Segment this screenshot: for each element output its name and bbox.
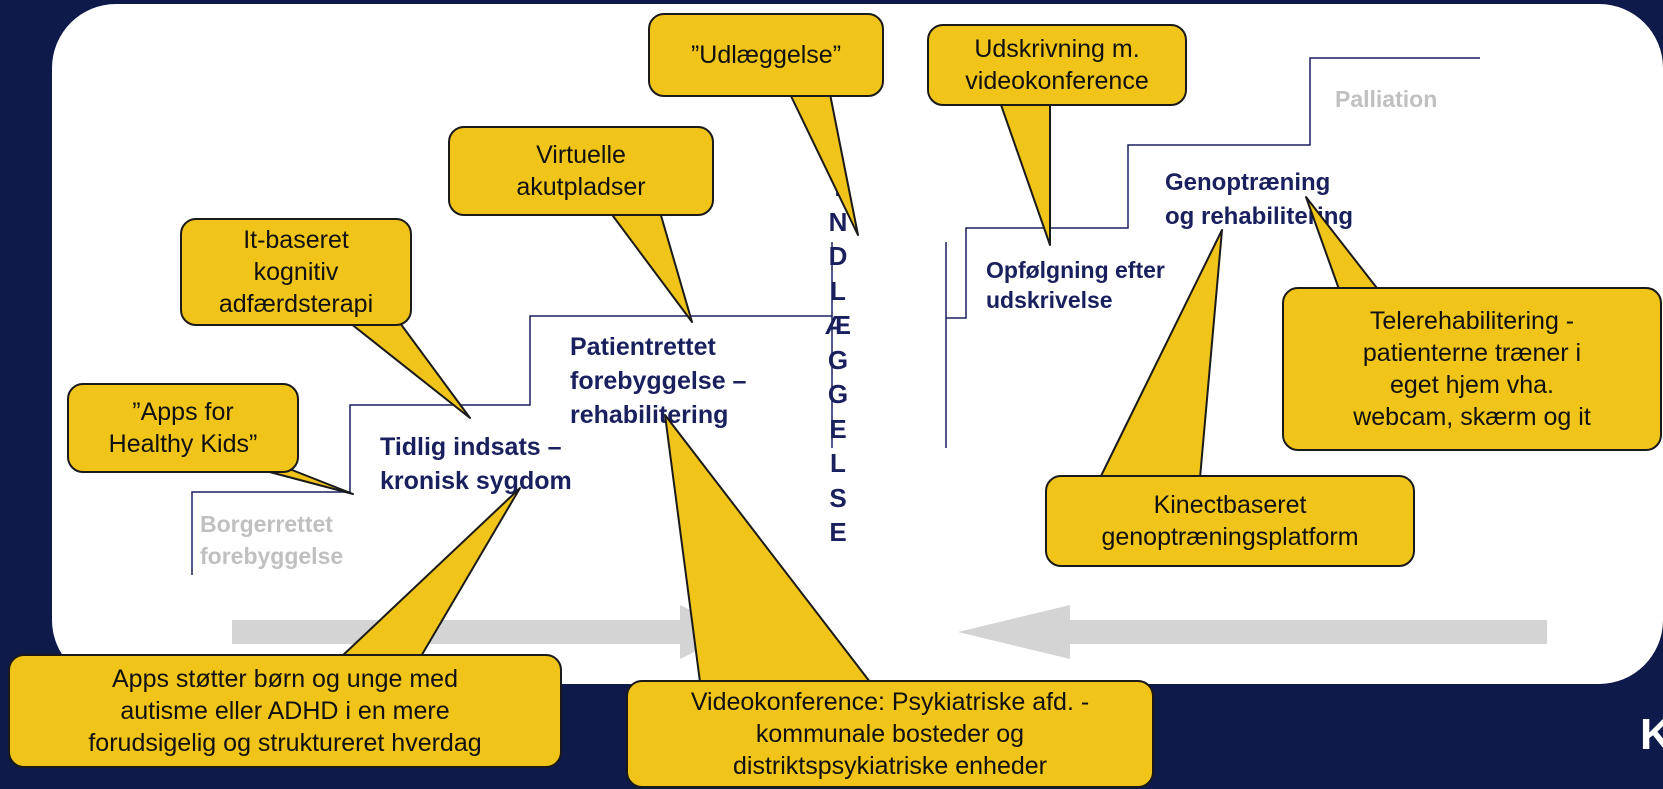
callout-itbaseret: It-baseret kognitiv adfærdsterapi: [180, 218, 412, 326]
letter: E: [829, 517, 847, 547]
letter: L: [830, 275, 846, 306]
letter: N: [828, 206, 848, 237]
pointer-apps-kids: [261, 469, 354, 495]
stage-opfoelgning: Opfølgning efter udskrivelse: [986, 257, 1165, 313]
arrow-right: [232, 605, 735, 659]
pointer-telerehab: [1305, 196, 1381, 293]
callout-apps-kids: ”Apps for Healthy Kids”: [67, 383, 299, 473]
callout-apps-autisme: Apps støtter børn og unge med autisme el…: [8, 654, 562, 768]
letter: G: [827, 379, 849, 409]
callout-udskrivning: Udskrivning m. videokonference: [927, 24, 1187, 106]
logo: K: [1640, 710, 1663, 759]
flow-arrows: [232, 605, 1547, 659]
step-line-2: [946, 57, 1480, 319]
stage-tidlig-indsats: Tidlig indsats – kronisk sygdom: [380, 433, 572, 495]
callout-udlaeggelse: ”Udlæggelse”: [648, 13, 884, 97]
pointer-virtuelle: [609, 211, 693, 323]
letter: S: [829, 482, 847, 513]
pointer-udskrivning: [999, 101, 1051, 246]
callout-telerehab: Telerehabilitering - patienterne træner …: [1282, 287, 1662, 451]
callout-kinect: Kinectbaseret genoptræningsplatform: [1045, 475, 1415, 567]
pointer-videokonference: [664, 414, 871, 683]
step-line-1: [191, 315, 832, 575]
pointer-itbaseret: [349, 322, 471, 419]
stage-genoptraening: Genoptræning og rehabilitering: [1165, 169, 1354, 230]
arrow-left: [958, 605, 1547, 659]
letter: L: [830, 448, 846, 478]
stage-patientrettet: Patientrettet forebyggelse – rehabiliter…: [570, 333, 747, 429]
letter: Æ: [825, 310, 851, 340]
letter: G: [827, 344, 849, 375]
letter: D: [828, 241, 848, 271]
pointer-kinect: [1099, 229, 1223, 479]
stage-palliation: Palliation: [1335, 86, 1438, 112]
pointer-apps-autisme: [339, 487, 521, 659]
callout-videokonference: Videokonference: Psykiatriske afd. - kom…: [626, 680, 1154, 788]
callout-virtuelle: Virtuelle akutpladser: [448, 126, 714, 216]
letter: E: [829, 413, 847, 444]
stage-borgerrettet: Borgerrettet forebyggelse: [200, 511, 344, 569]
staircase-lines: [191, 57, 1480, 575]
pointer-udlaeggelse: [789, 93, 859, 236]
